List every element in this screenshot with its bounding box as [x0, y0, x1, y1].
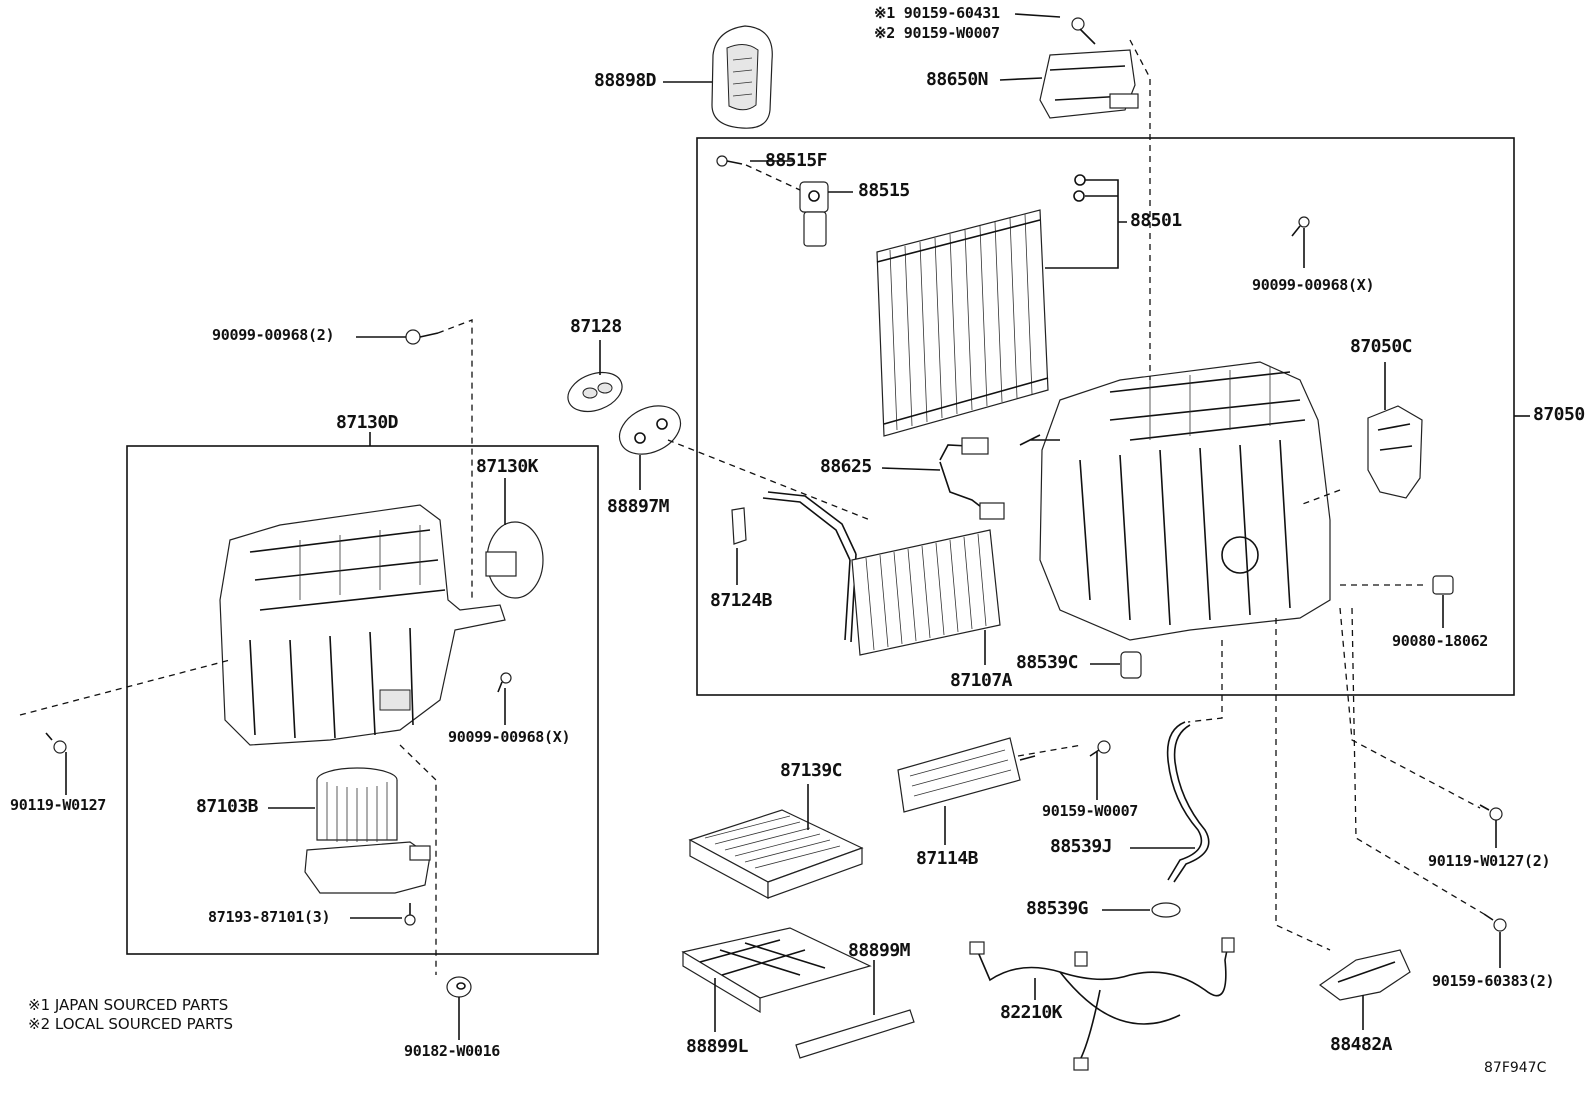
label-90119-W0127: 90119-W0127	[10, 796, 107, 814]
part-87114B-drawing	[897, 737, 1036, 813]
part-87050-case-drawing	[1019, 361, 1331, 641]
part-90099-00968-x-left-drawing	[497, 672, 512, 693]
part-88515-drawing	[799, 181, 829, 247]
label-90080-18062: 90080-18062	[1392, 632, 1489, 650]
label-88515F: 88515F	[765, 150, 828, 171]
part-88539J-drawing	[1166, 721, 1210, 883]
part-87128-drawing	[567, 371, 623, 413]
label-87114B: 87114B	[916, 848, 979, 869]
label-90159-60383-2: 90159-60383(2)	[1432, 972, 1555, 990]
part-90080-18062-drawing	[1432, 575, 1454, 595]
label-88501: 88501	[1130, 210, 1182, 231]
part-87139C-drawing	[688, 809, 864, 900]
label-90159-W0007-top: ※2 90159-W0007	[874, 24, 1000, 42]
label-90099-00968-x-right: 90099-00968(X)	[1252, 276, 1375, 294]
leader-88650N	[999, 77, 1043, 81]
part-90099-00968-2-drawing	[405, 329, 439, 345]
label-88650N: 88650N	[926, 69, 989, 90]
label-88899M: 88899M	[848, 940, 911, 961]
label-90159-W0007: 90159-W0007	[1042, 802, 1139, 820]
label-87050C: 87050C	[1350, 336, 1413, 357]
label-90119-W0127-2: 90119-W0127(2)	[1428, 852, 1551, 870]
unit-87130D-box	[126, 445, 599, 955]
part-90159-60383-2-drawing	[1483, 913, 1507, 932]
label-90182-W0016: 90182-W0016	[404, 1042, 501, 1060]
part-88539G-drawing	[1151, 902, 1181, 918]
label-87130K: 87130K	[476, 456, 539, 477]
diagram-code: 87F947C	[1484, 1060, 1547, 1076]
part-88482A-drawing	[1318, 949, 1411, 1001]
label-87107A: 87107A	[950, 670, 1013, 691]
part-88899M-drawing	[795, 1009, 915, 1059]
label-87130D: 87130D	[336, 412, 399, 433]
label-82210K: 82210K	[1000, 1002, 1063, 1023]
label-90099-00968-2: 90099-00968(2)	[212, 326, 335, 344]
label-87128: 87128	[570, 316, 622, 337]
part-87124B-drawing	[731, 507, 747, 545]
part-88501-orings	[1073, 174, 1086, 202]
part-87103B-drawing	[304, 767, 431, 894]
label-87103B: 87103B	[196, 796, 259, 817]
label-87139C: 87139C	[780, 760, 843, 781]
part-88625-drawing	[939, 437, 1005, 520]
label-87124B: 87124B	[710, 590, 773, 611]
label-88539C: 88539C	[1016, 652, 1079, 673]
part-88898D-drawing	[711, 25, 773, 129]
label-88482A: 88482A	[1330, 1034, 1393, 1055]
part-87050C-drawing	[1367, 405, 1423, 499]
dashed-assembly-lines	[19, 39, 1485, 975]
leader-88501	[1045, 179, 1127, 269]
label-87193-87101-3: 87193-87101(3)	[208, 908, 331, 926]
part-87107A-drawing	[762, 491, 1001, 656]
note-japan-sourced: ※1 JAPAN SOURCED PARTS	[28, 996, 229, 1014]
part-90119-W0127-2-drawing	[1479, 804, 1503, 821]
part-90119-W0127-left-drawing	[45, 732, 67, 754]
label-88897M: 88897M	[607, 496, 670, 517]
label-88899L: 88899L	[686, 1036, 749, 1057]
part-88501-drawing	[876, 209, 1049, 437]
label-90099-00968-x-left: 90099-00968(X)	[448, 728, 571, 746]
label-88515: 88515	[858, 180, 910, 201]
label-88539J: 88539J	[1050, 836, 1113, 857]
part-87193-87101-drawing	[404, 903, 416, 926]
part-88650N-drawing	[1039, 49, 1139, 119]
part-87130K-drawing	[485, 521, 544, 599]
part-88899L-drawing	[681, 927, 872, 1014]
part-88539C-drawing	[1120, 651, 1142, 679]
part-88515F-drawing	[716, 155, 743, 167]
part-90099-00968-right-drawing	[1291, 216, 1310, 237]
part-87130D-case-drawing	[219, 504, 506, 746]
leader-88625	[881, 467, 941, 471]
part-90182-W0016-drawing	[446, 976, 472, 998]
label-87050: 87050	[1533, 404, 1585, 425]
part-88897M-drawing	[618, 405, 682, 455]
label-90159-60431: ※1 90159-60431	[874, 4, 1000, 22]
part-90159-60431-drawing	[1071, 17, 1096, 45]
part-82210K-drawing	[969, 937, 1235, 1071]
note-local-sourced: ※2 LOCAL SOURCED PARTS	[28, 1015, 233, 1033]
leader-90159-60431	[1014, 13, 1061, 18]
label-88625: 88625	[820, 456, 872, 477]
label-88539G: 88539G	[1026, 898, 1089, 919]
part-90159-W0007-drawing	[1089, 740, 1111, 757]
label-88898D: 88898D	[594, 70, 657, 91]
